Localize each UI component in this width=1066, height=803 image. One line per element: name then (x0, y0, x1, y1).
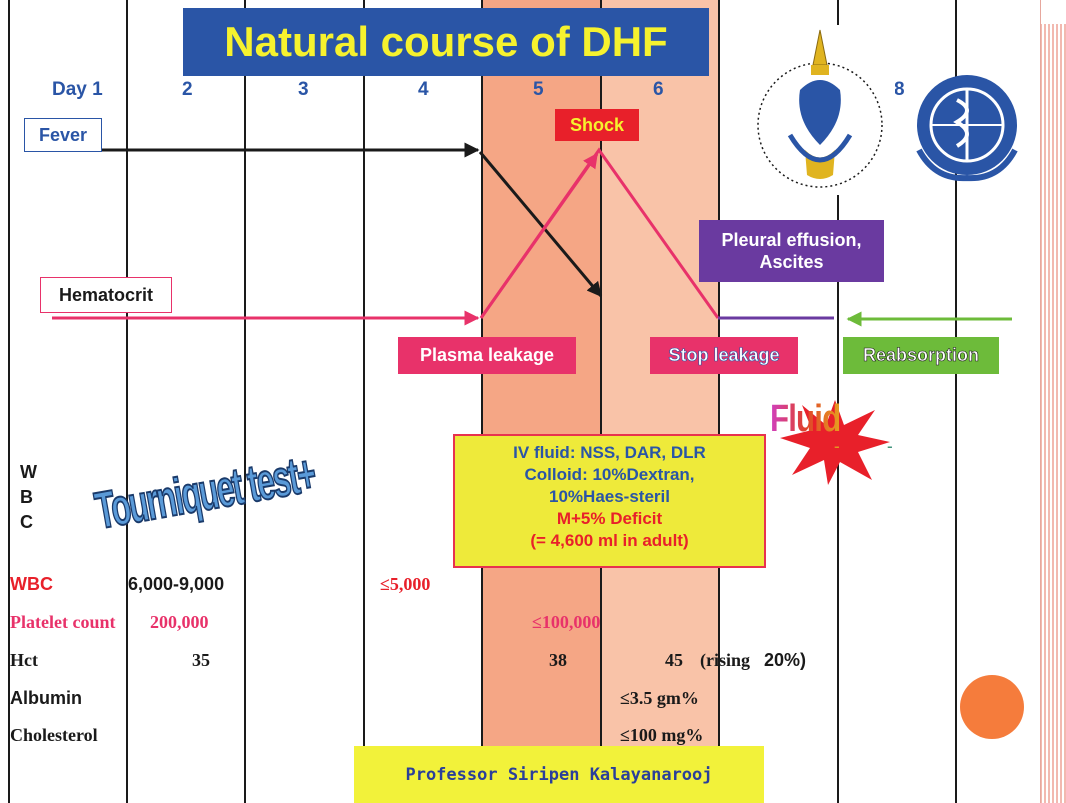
hct-rising-percent: 20%) (764, 650, 807, 670)
fever-label: Fever (24, 118, 102, 152)
albumin-row-label: Albumin (10, 688, 82, 708)
pleural-effusion-label: Pleural effusion, Ascites (699, 220, 884, 282)
iv-line-1: IV fluid: NSS, DAR, DLR (513, 443, 706, 462)
wbc-row-label: WBC (10, 574, 53, 594)
day-label-2: 2 (182, 79, 193, 100)
iv-fluid-box: IV fluid: NSS, DAR, DLR Colloid: 10%Dext… (453, 434, 766, 568)
decorative-stripes (1040, 0, 1066, 803)
albumin-value: ≤3.5 gm% (620, 688, 699, 708)
fever-decline-arrow (478, 151, 603, 298)
cholesterol-row-label: Cholesterol (10, 725, 98, 745)
grid-line (126, 0, 128, 803)
reabsorption-label: Reabsorption (843, 337, 999, 374)
plasma-leakage-label: Plasma leakage (398, 337, 576, 374)
iv-line-4: M+5% Deficit (556, 509, 663, 528)
day-label-6: 6 (653, 79, 664, 100)
cholesterol-value: ≤100 mg% (620, 725, 704, 745)
wbc-value-normal: 6,000-9,000 (128, 574, 225, 594)
hematocrit-label: Hematocrit (40, 277, 172, 313)
platelet-value-low: ≤100,000 (532, 612, 601, 632)
wbc-value-low: ≤5,000 (380, 574, 431, 594)
grid-line (363, 0, 365, 803)
who-emblem-icon (905, 60, 1035, 190)
platelet-value-normal: 200,000 (150, 612, 209, 632)
grid-line (481, 0, 483, 803)
iv-line-3: 10%Haes-steril (549, 487, 670, 506)
fluid-overload-label: Fluid overload (770, 398, 946, 483)
day-label-8: 8 (894, 79, 905, 100)
day-label-5: 5 (533, 79, 544, 100)
pleural-line-2: Ascites (759, 252, 824, 272)
grid-line (837, 0, 839, 803)
grid-line (244, 0, 246, 803)
hct-rising-label: (rising (700, 650, 751, 670)
page-title: Natural course of DHF (183, 8, 709, 76)
thai-institute-seal-icon (745, 25, 895, 195)
day-label-3: 3 (298, 79, 309, 100)
stripes-top-gap (1040, 0, 1066, 24)
grid-line (8, 0, 10, 803)
grid-line (955, 0, 957, 803)
day-label-4: 4 (418, 79, 429, 100)
grid-line (718, 0, 720, 803)
hct-value-day2: 35 (192, 650, 210, 670)
iv-line-2: Colloid: 10%Dextran, (524, 465, 695, 484)
starburst-icon (780, 400, 890, 485)
hct-value-day6: 45 (665, 650, 683, 670)
grid-line (600, 0, 602, 803)
day-label-1: Day 1 (52, 79, 103, 100)
decorative-circle (960, 675, 1024, 739)
shock-label: Shock (555, 109, 639, 141)
stop-leakage-label: Stop leakage (650, 337, 798, 374)
stripe-edge (1040, 0, 1066, 803)
hct-value-day5: 38 (549, 650, 567, 670)
wbc-letter-b: B (20, 487, 33, 507)
pleural-line-1: Pleural effusion, (721, 230, 862, 250)
wbc-letter-c: C (20, 512, 33, 532)
credit-label: Professor Siripen Kalayanarooj (354, 746, 764, 803)
platelet-row-label: Platelet count (10, 612, 116, 632)
wbc-letter-w: W (20, 462, 37, 482)
hct-row-label: Hct (10, 650, 38, 670)
wbc-vertical-label: W B C (20, 460, 37, 535)
iv-line-5: (= 4,600 ml in adult) (530, 531, 689, 550)
